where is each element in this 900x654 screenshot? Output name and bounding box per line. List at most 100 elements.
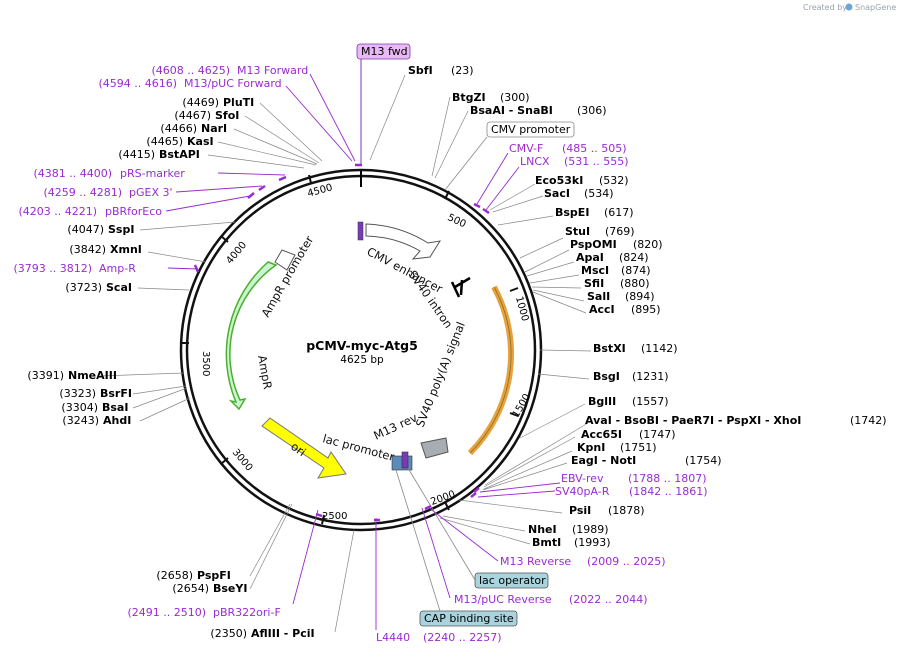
enzyme-bspei-pos: (617)	[604, 206, 634, 219]
primer-cmv-f-range: (485 .. 505)	[562, 142, 627, 155]
enzyme-scai-pos: (3723)	[65, 281, 102, 294]
enzyme-pspfi-pos: (2658)	[156, 569, 193, 582]
primer-amp-r: Amp-R	[99, 262, 136, 275]
enzyme-eco53ki-pos: (532)	[599, 174, 629, 187]
primer-l4440: L4440	[376, 631, 410, 644]
enzyme-bsaai-snabi: BsaAI - SnaBI	[470, 104, 553, 117]
enzyme-pspfi: PspFI	[197, 569, 231, 582]
enzyme-avai-group: AvaI - BsoBI - PaeR7I - PspXI - XhoI	[585, 414, 801, 427]
enzyme-bseyi-pos: (2654)	[172, 582, 209, 595]
right-enzyme-labels: SbfI (23) BtgZI (300) BsaAI - SnaBI (306…	[408, 64, 887, 549]
enzyme-sbfi-pos: (23)	[451, 64, 474, 77]
enzyme-saci-pos: (534)	[584, 187, 614, 200]
enzyme-nhei-pos: (1989)	[572, 523, 609, 536]
enzyme-bsai: BsaI	[102, 401, 128, 414]
left-enzyme-labels: (4469) PluTI (4467) SfoI (4466) NarI (44…	[27, 96, 314, 640]
primer-m13-puc-forward: M13/pUC Forward	[184, 77, 282, 90]
enzyme-nmeaiii-pos: (3391)	[27, 369, 64, 382]
enzyme-ahdi: AhdI	[103, 414, 131, 427]
snapgene-logo-icon	[845, 3, 853, 11]
enzyme-bspei: BspEI	[555, 206, 589, 219]
enzyme-acci: AccI	[589, 303, 615, 316]
map-size: 4625 bp	[340, 354, 384, 366]
enzyme-sali: SalI	[587, 290, 610, 303]
enzyme-acci-pos: (895)	[631, 303, 661, 316]
primer-leaders	[165, 73, 561, 630]
enzyme-sfii: SfiI	[584, 277, 604, 290]
enzyme-kasi-pos: (4465)	[146, 135, 183, 148]
sv40-intron-segment	[450, 276, 471, 298]
enzyme-afliii-pos: (2350)	[210, 627, 247, 640]
enzyme-apai-pos: (824)	[619, 251, 649, 264]
sv40-polya-block	[420, 437, 449, 459]
primer-m13-reverse: M13 Reverse	[500, 555, 571, 568]
lac-operator-box	[474, 572, 549, 589]
enzyme-scai: ScaI	[106, 281, 132, 294]
enzyme-pluti: PluTI	[223, 96, 254, 109]
primer-prs-marker-range: (4381 .. 4400)	[33, 167, 112, 180]
enzyme-bseyi: BseYI	[213, 582, 247, 595]
ampr-promoter-arrow	[274, 249, 296, 271]
enzyme-pspomi-pos: (820)	[633, 238, 663, 251]
enzyme-bmti-pos: (1993)	[574, 536, 611, 549]
primer-m13-puc-forward-range: (4594 .. 4616)	[98, 77, 177, 90]
cmv-enhancer-arrow	[365, 223, 442, 260]
enzyme-pluti-pos: (4469)	[182, 96, 219, 109]
primer-ebv-rev-range: (1788 .. 1807)	[628, 472, 707, 485]
enzyme-bglii-pos: (1557)	[632, 395, 669, 408]
enzyme-eagi-noti-pos: (1754)	[685, 454, 722, 467]
primer-marks	[193, 163, 490, 522]
enzyme-nari: NarI	[201, 122, 227, 135]
primer-pgex3: pGEX 3'	[129, 186, 173, 199]
primer-labels: (4608 .. 4625) M13 Forward (4594 .. 4616…	[13, 64, 707, 644]
enzyme-stui-pos: (769)	[605, 225, 635, 238]
m13-fwd-box	[356, 43, 411, 60]
enzyme-apai: ApaI	[576, 251, 604, 264]
enzyme-bsrfi-pos: (3323)	[59, 387, 96, 400]
enzyme-afliii-pcii: AflIII - PciI	[251, 627, 315, 640]
ori-arrow	[261, 417, 347, 479]
enzyme-sspi-pos: (4047)	[67, 223, 104, 236]
m13-rev-label: M13 rev	[371, 410, 419, 442]
enzyme-bsrfi: BsrFI	[100, 387, 132, 400]
enzyme-bstxi-pos: (1142)	[641, 342, 678, 355]
tick-label-500: 500	[446, 212, 468, 230]
enzyme-bglii: BglII	[588, 395, 616, 408]
map-title: pCMV-myc-Atg5	[306, 338, 418, 353]
ampr-label: AmpR	[255, 354, 275, 390]
primer-lncx-range: (531 .. 555)	[564, 155, 629, 168]
enzyme-bmti: BmtI	[532, 536, 561, 549]
enzyme-stui: StuI	[565, 225, 590, 238]
primer-pbrforeco-range: (4203 .. 4221)	[18, 205, 97, 218]
enzyme-bsgi-pos: (1231)	[632, 370, 669, 383]
enzyme-bstapi: BstAPI	[159, 148, 200, 161]
enzyme-acc65i-pos: (1747)	[639, 428, 676, 441]
enzyme-xmni-pos: (3842)	[69, 243, 106, 256]
tick-label-4000: 4000	[224, 240, 249, 267]
primer-amp-r-range: (3793 .. 3812)	[13, 262, 92, 275]
cmv-promoter-segment	[357, 221, 364, 241]
primer-m13-forward: M13 Forward	[237, 64, 308, 77]
enzyme-psii: PsiI	[569, 504, 591, 517]
enzyme-eco53ki: Eco53kI	[535, 174, 583, 187]
primer-m13-puc-reverse: M13/pUC Reverse	[454, 593, 552, 606]
m13-rev-block	[401, 451, 409, 469]
enzyme-eagi-noti: EagI - NotI	[571, 454, 636, 467]
enzyme-btgzi: BtgZI	[452, 91, 486, 104]
primer-prs-marker: pRS-marker	[120, 167, 185, 180]
enzyme-nmeaiii: NmeAIII	[68, 369, 117, 382]
enzyme-saci: SacI	[544, 187, 570, 200]
sv40-polya-label: SV40 poly(A) signal	[413, 320, 468, 429]
enzyme-nari-pos: (4466)	[160, 122, 197, 135]
enzyme-leaders-left	[99, 102, 355, 633]
enzyme-bsgi: BsgI	[593, 370, 620, 383]
ampr-arrow	[225, 261, 278, 411]
enzyme-sbfi: SbfI	[408, 64, 433, 77]
cmv-promoter-box	[486, 121, 575, 138]
enzyme-nhei: NheI	[528, 523, 557, 536]
enzyme-btgzi-pos: (300)	[500, 91, 530, 104]
cmv-promoter-box-label: CMV promoter	[491, 123, 571, 136]
primer-m13-forward-range: (4608 .. 4625)	[151, 64, 230, 77]
